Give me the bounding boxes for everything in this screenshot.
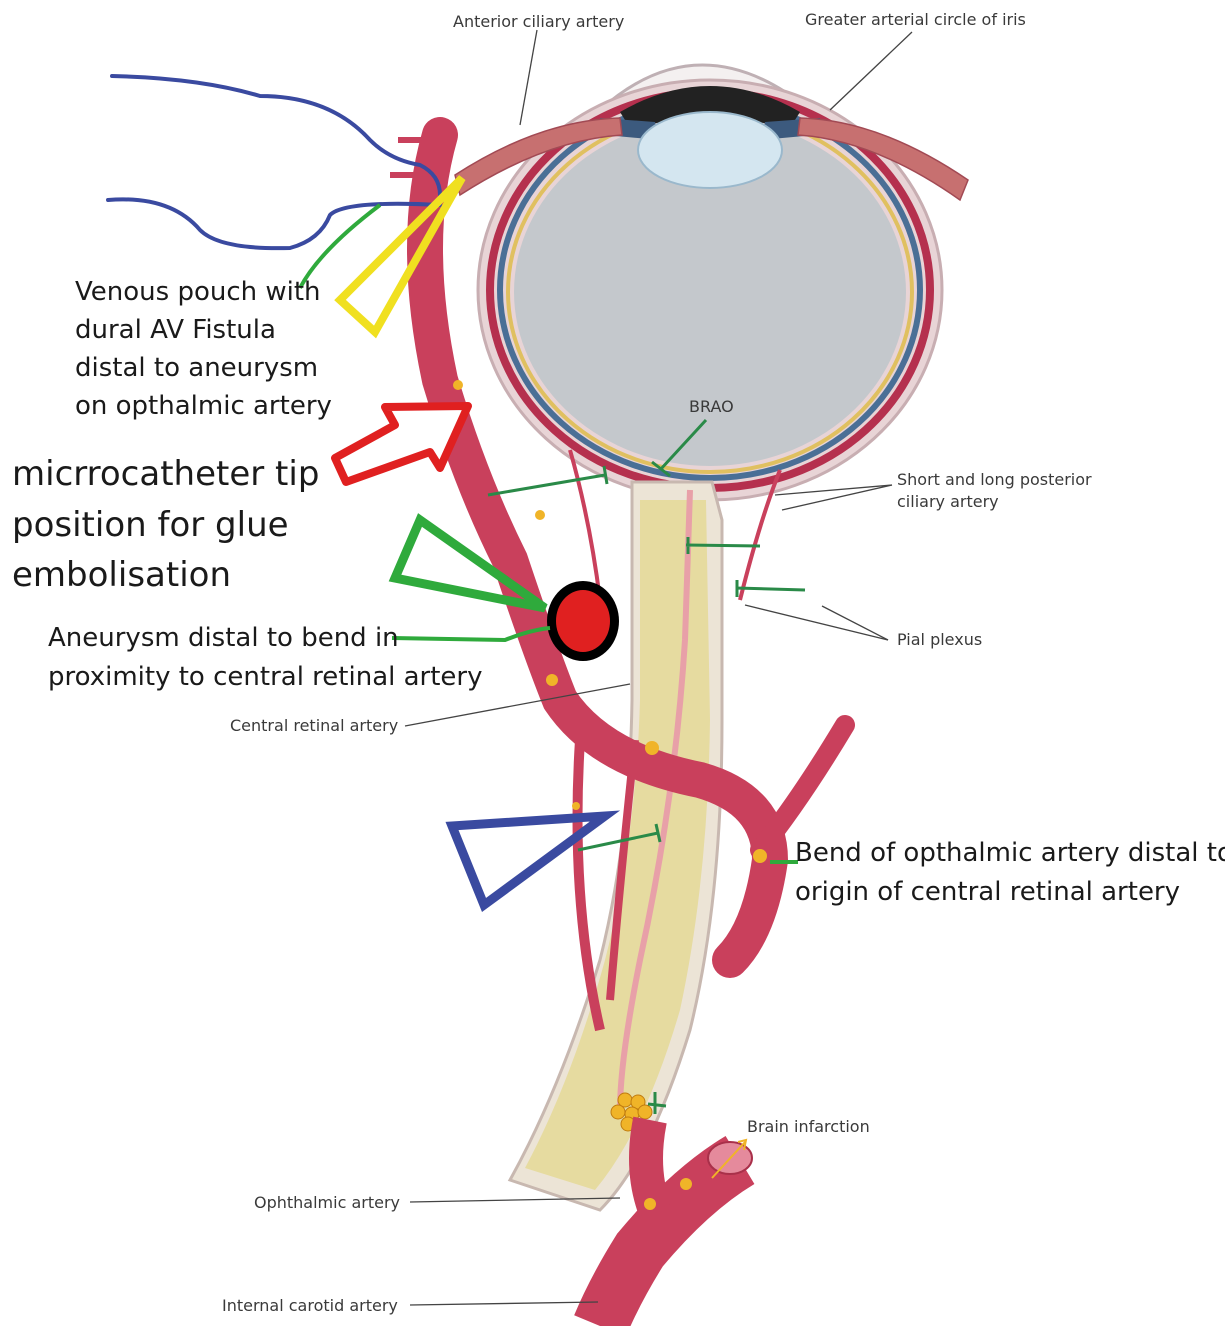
aneurysm-line-2: proximity to central retinal artery [48,662,483,692]
optic-nerve [510,482,722,1210]
bend-line-2: origin of central retinal artery [795,877,1180,907]
venous-pouch-outline [108,76,440,248]
aneurysm-line-1: Aneurysm distal to bend in [48,623,399,653]
label-greater-arterial-circle: Greater arterial circle of iris [805,10,1026,29]
bend-line-1: Bend of opthalmic artery distal to [795,838,1225,868]
aneurysm-marker [547,581,619,661]
label-brain-infarction: Brain infarction [747,1117,870,1136]
ophthalmic-origin [646,1120,655,1210]
microcatheter-line-3: embolisation [12,555,231,595]
label-ophthalmic-artery: Ophthalmic artery [254,1193,400,1212]
lens [638,112,782,188]
venous-pouch-line-1: Venous pouch with [75,277,321,307]
annotation-microcatheter: micrrocatheter tip position for glue emb… [12,454,319,595]
annotation-bend: Bend of opthalmic artery distal to origi… [795,838,1225,907]
label-anterior-ciliary: Anterior ciliary artery [453,12,624,31]
microcatheter-line-2: position for glue [12,505,289,545]
microcatheter-line-1: micrrocatheter tip [12,454,319,494]
ophthalmic-branch [760,725,845,850]
label-brao: BRAO [689,397,734,416]
venous-pouch-line-3: distal to aneurysm [75,353,318,383]
venous-pouch-line-2: dural AV Fistula [75,315,276,345]
label-posterior-ciliary-2: ciliary artery [897,492,999,511]
annotation-aneurysm: Aneurysm distal to bend in proximity to … [48,623,483,692]
annotation-venous-pouch: Venous pouch with dural AV Fistula dista… [75,277,332,421]
venous-pouch-line-4: on opthalmic artery [75,391,332,421]
label-pial-plexus: Pial plexus [897,630,982,649]
label-posterior-ciliary-1: Short and long posterior [897,470,1092,489]
red-arrow [335,406,468,482]
label-internal-carotid: Internal carotid artery [222,1296,398,1315]
label-central-retinal: Central retinal artery [230,716,398,735]
